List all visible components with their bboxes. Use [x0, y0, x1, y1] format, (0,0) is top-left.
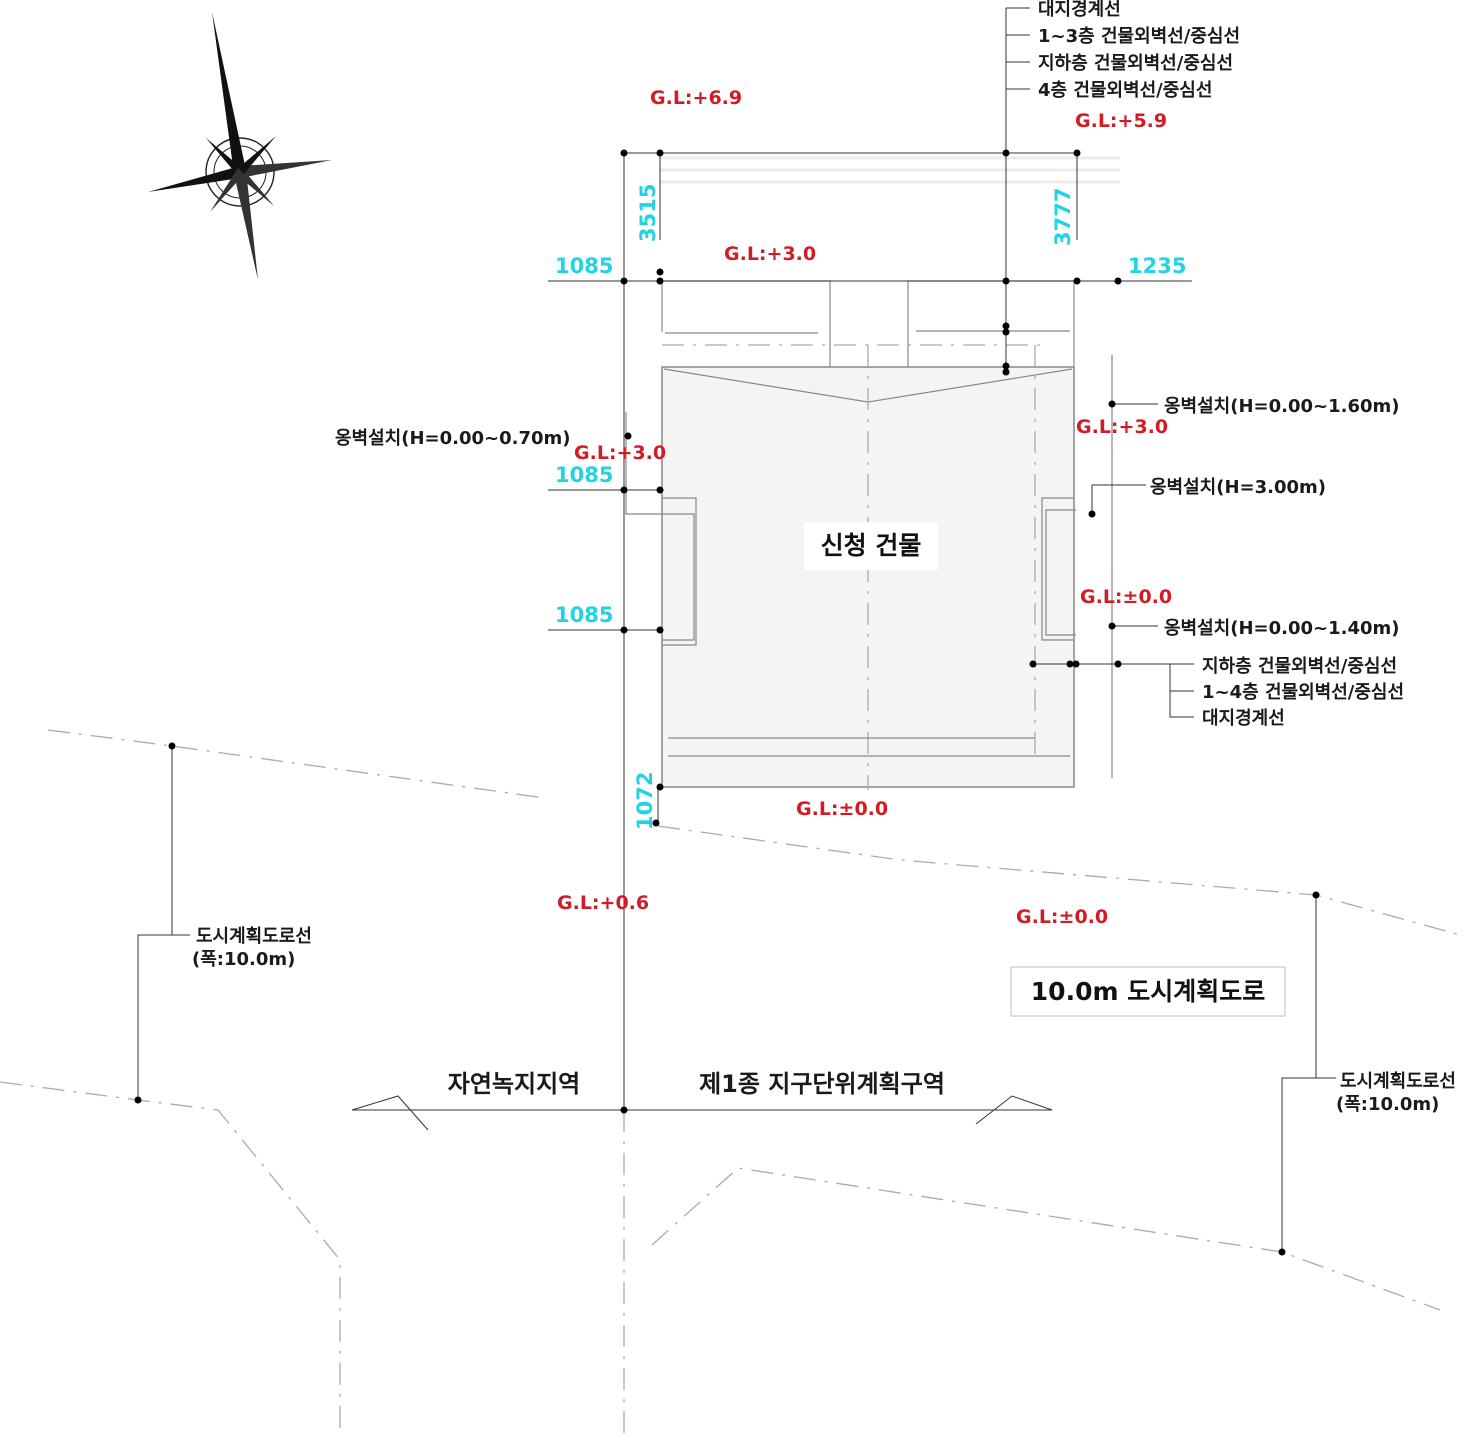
road-label: 10.0m 도시계획도로	[1031, 977, 1265, 1006]
retaining-wall-note: 옹벽설치(H=0.00~1.60m)	[1164, 396, 1400, 417]
building-label-box	[804, 522, 938, 570]
road-label-box	[1010, 966, 1286, 1017]
top-legend-floor-4: 4층 건물외벽선/중심선	[1038, 80, 1212, 101]
road-line-left-width: (폭:10.0m)	[192, 949, 295, 970]
zone-left-label: 자연녹지지역	[448, 1070, 580, 1098]
road-line-left-name: 도시계획도로선	[196, 926, 312, 947]
road-boundary-lines	[0, 729, 1461, 1436]
ground-level-label: G.L:+0.6	[557, 892, 649, 914]
ground-level-label: G.L:+3.0	[1076, 416, 1168, 438]
top-legend-basement: 지하층 건물외벽선/중심선	[1038, 53, 1233, 74]
dimension-label: 1085	[555, 603, 613, 627]
right-legend-basement: 지하층 건물외벽선/중심선	[1202, 656, 1397, 677]
retaining-wall-note: 옹벽설치(H=0.00~1.40m)	[1164, 618, 1400, 639]
right-annotation-leaders	[137, 403, 1336, 1252]
ground-level-label: G.L:±0.0	[1016, 906, 1108, 928]
top-legend-floors-1-3: 1~3층 건물외벽선/중심선	[1038, 26, 1240, 47]
ground-level-label: G.L:±0.0	[796, 798, 888, 820]
retaining-wall-note: 옹벽설치(H=0.00~0.70m)	[335, 428, 571, 449]
upper-slope-hatch	[660, 156, 1120, 184]
top-legend-site-boundary: 대지경계선	[1038, 0, 1121, 20]
road-line-right-name: 도시계획도로선	[1340, 1071, 1456, 1092]
road-line-right-width: (폭:10.0m)	[1336, 1094, 1439, 1115]
north-arrow-compass-rose-icon	[148, 12, 332, 280]
top-legend-leaders	[1006, 7, 1030, 90]
ground-level-label: G.L:+3.0	[724, 243, 816, 265]
dimension-dots	[134, 149, 1320, 1256]
ground-level-label: G.L:+6.9	[650, 87, 742, 109]
dimension-label: 1085	[555, 463, 613, 487]
right-legend-floors-1-4: 1~4층 건물외벽선/중심선	[1202, 682, 1404, 703]
ground-level-label: G.L:+5.9	[1075, 110, 1167, 132]
dimension-label: 3515	[636, 184, 660, 242]
zone-boundary	[351, 1095, 1053, 1131]
dimension-label: 1085	[555, 254, 613, 278]
dimension-label: 3777	[1051, 188, 1075, 246]
dimension-label: 1235	[1128, 254, 1186, 278]
zone-right-label: 제1종 지구단위계획구역	[699, 1070, 945, 1098]
dimension-label: 1072	[633, 772, 657, 830]
ground-level-label: G.L:+3.0	[574, 442, 666, 464]
right-legend-site-boundary: 대지경계선	[1202, 708, 1285, 729]
building-label: 신청 건물	[821, 531, 922, 560]
ground-level-label: G.L:±0.0	[1080, 586, 1172, 608]
retaining-wall-note: 옹벽설치(H=3.00m)	[1150, 477, 1326, 498]
